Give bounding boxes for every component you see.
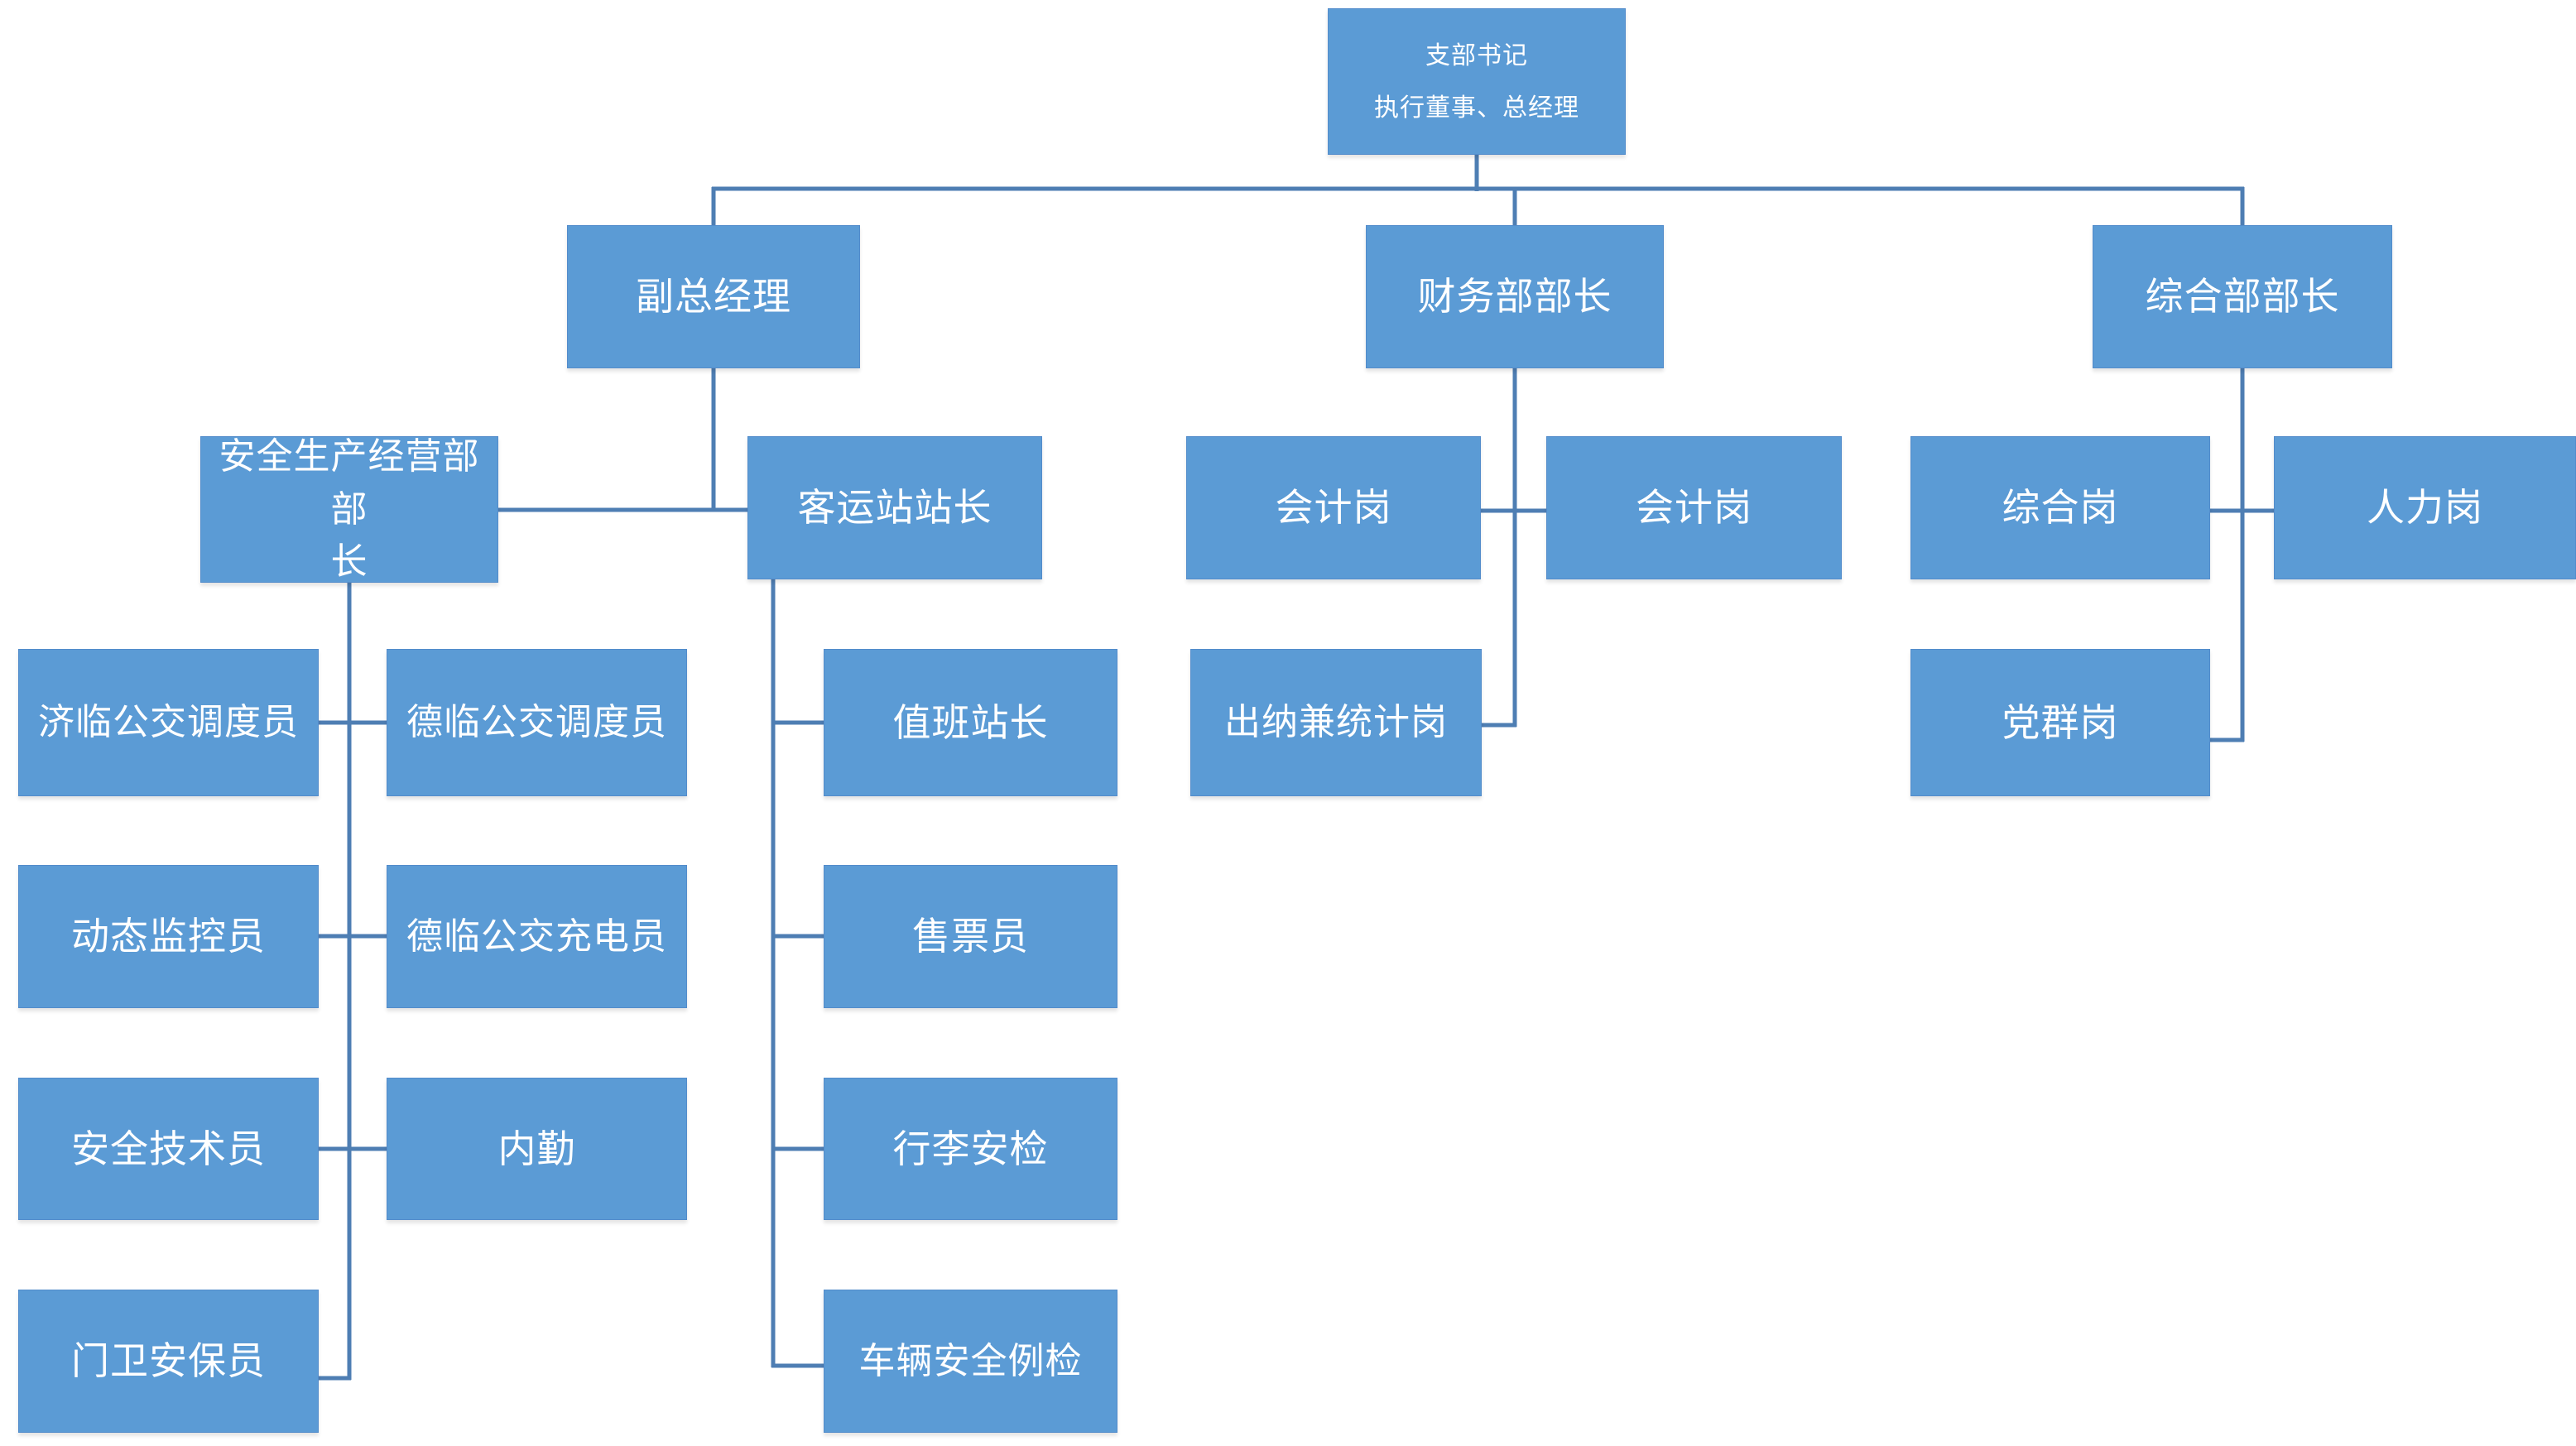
org-node-general-post: 综合岗: [1910, 436, 2210, 579]
org-node-gate-security-guard: 门卫安保员: [18, 1290, 319, 1433]
org-node-label: 安全技术员: [71, 1126, 266, 1171]
org-node-dynamic-monitor: 动态监控员: [18, 865, 319, 1008]
org-node-label: 值班站长: [892, 699, 1049, 745]
org-node-finance-dept-head: 财务部部长: [1366, 225, 1664, 368]
org-node-label: 支部书记 执行董事、总经理: [1374, 41, 1579, 123]
org-node-deputy-gm: 副总经理: [567, 225, 860, 368]
org-node-label: 客运站站长: [797, 485, 992, 531]
org-node-branch-secretary-gm: 支部书记 执行董事、总经理: [1328, 8, 1626, 155]
org-node-passenger-station-master: 客运站站长: [747, 436, 1042, 579]
org-node-ticket-seller: 售票员: [824, 865, 1117, 1008]
org-node-label: 德临公交调度员: [406, 701, 667, 744]
org-node-label: 动态监控员: [71, 914, 266, 959]
org-node-label: 综合岗: [2002, 485, 2119, 531]
org-node-label: 出纳兼统计岗: [1224, 701, 1448, 744]
org-node-baggage-security-check: 行李安检: [824, 1078, 1117, 1220]
org-node-office-clerk: 内勤: [387, 1078, 687, 1220]
org-node-label: 车辆安全例检: [858, 1339, 1083, 1382]
org-node-label: 人力岗: [2367, 485, 2483, 531]
org-node-accountant-post-2: 会计岗: [1546, 436, 1842, 579]
org-node-delin-bus-dispatcher: 德临公交调度员: [387, 649, 687, 796]
org-node-label: 党群岗: [2002, 699, 2119, 745]
org-node-label: 售票员: [912, 914, 1029, 959]
org-node-party-mass-post: 党群岗: [1910, 649, 2210, 796]
org-node-duty-station-master: 值班站长: [824, 649, 1117, 796]
org-node-delin-bus-charger: 德临公交充电员: [387, 865, 687, 1008]
org-node-accountant-post-1: 会计岗: [1186, 436, 1481, 579]
org-node-label: 副总经理: [636, 274, 791, 319]
org-node-label: 内勤: [497, 1126, 576, 1171]
org-node-label: 行李安检: [892, 1126, 1049, 1171]
org-node-vehicle-safety-inspection: 车辆安全例检: [824, 1290, 1117, 1433]
org-node-label: 财务部部长: [1417, 274, 1612, 319]
org-node-label: 会计岗: [1636, 485, 1752, 531]
org-node-hr-post: 人力岗: [2274, 436, 2576, 579]
org-node-jilin-bus-dispatcher: 济临公交调度员: [18, 649, 319, 796]
org-node-cashier-statistician-post: 出纳兼统计岗: [1190, 649, 1482, 796]
org-node-label: 安全生产经营部部 长: [219, 435, 480, 584]
org-node-general-dept-head: 综合部部长: [2093, 225, 2392, 368]
org-node-label: 会计岗: [1275, 485, 1392, 531]
org-node-label: 德临公交充电员: [406, 915, 667, 958]
org-node-safety-production-dept-head: 安全生产经营部部 长: [200, 435, 498, 583]
org-node-label: 综合部部长: [2145, 274, 2340, 319]
org-node-label: 门卫安保员: [71, 1338, 266, 1384]
org-node-safety-technician: 安全技术员: [18, 1078, 319, 1220]
org-node-label: 济临公交调度员: [38, 701, 299, 744]
